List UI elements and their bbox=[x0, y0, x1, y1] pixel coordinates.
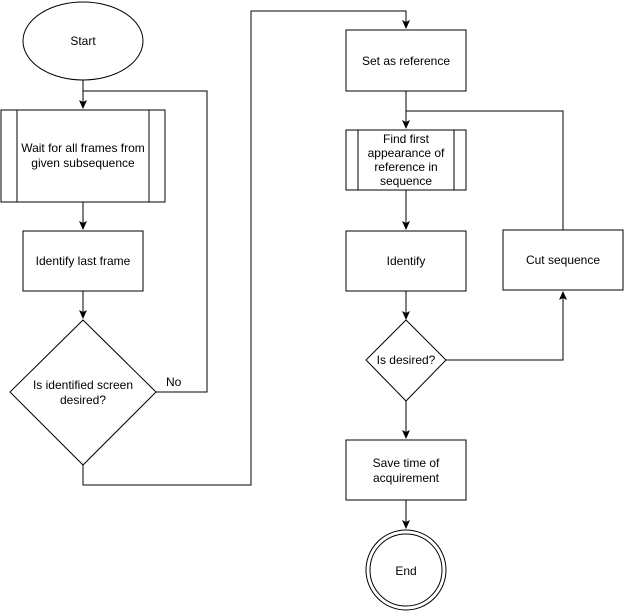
edge-cut-sequence-loop bbox=[406, 110, 564, 230]
identify-last-frame-label: Identify last frame bbox=[36, 254, 131, 268]
end-node[interactable]: End bbox=[365, 529, 447, 611]
start-label: Start bbox=[70, 34, 96, 48]
edge-decision-to-set-reference bbox=[82, 10, 410, 486]
find-first-label-line-2: appearance of bbox=[368, 146, 445, 160]
decision-screen-label-line-1: Is identified screen bbox=[33, 378, 133, 392]
identify-last-frame-node[interactable]: Identify last frame bbox=[22, 230, 144, 292]
set-reference-label: Set as reference bbox=[362, 54, 450, 68]
find-first-label-line-1: Find first bbox=[383, 132, 430, 146]
identify-label: Identify bbox=[387, 254, 426, 268]
edge-decision-no-loop bbox=[83, 90, 208, 393]
cut-sequence-label: Cut sequence bbox=[526, 253, 600, 267]
set-reference-node[interactable]: Set as reference bbox=[345, 29, 467, 92]
wait-frames-label-line-1: Wait for all frames from bbox=[21, 141, 145, 155]
find-first-label-line-3: reference in bbox=[374, 160, 437, 174]
decision-screen-node[interactable]: Is identified screen desired? bbox=[9, 319, 157, 466]
edge-is-desired-to-cut-sequence bbox=[446, 291, 567, 361]
end-label: End bbox=[395, 564, 416, 578]
is-desired-node[interactable]: Is desired? bbox=[365, 319, 447, 402]
no-edge-label: No bbox=[166, 375, 182, 389]
decision-screen-label-line-2: desired? bbox=[60, 393, 106, 407]
wait-frames-node[interactable]: Wait for all frames from given subsequen… bbox=[0, 109, 166, 203]
save-time-label-line-1: Save time of bbox=[373, 456, 440, 470]
identify-node[interactable]: Identify bbox=[345, 230, 467, 292]
save-time-node[interactable]: Save time of acquirement bbox=[345, 439, 467, 501]
is-desired-label: Is desired? bbox=[377, 353, 436, 367]
start-node[interactable]: Start bbox=[22, 1, 144, 81]
wait-frames-label-line-2: given subsequence bbox=[31, 156, 135, 170]
cut-sequence-node[interactable]: Cut sequence bbox=[502, 229, 624, 291]
save-time-label-line-2: acquirement bbox=[373, 471, 440, 485]
find-first-label-line-4: sequence bbox=[380, 174, 432, 188]
find-first-node[interactable]: Find first appearance of reference in se… bbox=[345, 129, 467, 191]
